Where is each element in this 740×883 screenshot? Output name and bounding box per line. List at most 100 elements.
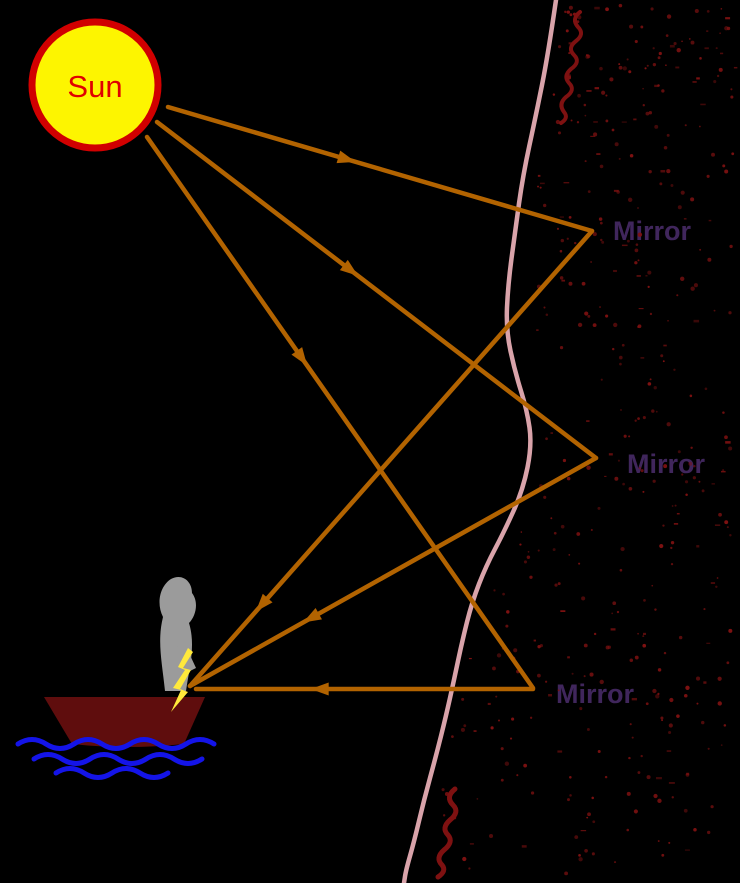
- speckle: [473, 730, 477, 733]
- speckle: [580, 829, 587, 832]
- speckle: [577, 15, 582, 20]
- speckle: [548, 694, 553, 697]
- speckle: [708, 219, 712, 222]
- speckle: [715, 585, 718, 589]
- speckle: [640, 469, 644, 473]
- speckle: [715, 47, 718, 50]
- ray-arrowhead-icon: [291, 347, 308, 366]
- speckle: [729, 534, 732, 537]
- speckle: [618, 157, 621, 160]
- speckle: [543, 306, 546, 309]
- speckle: [553, 531, 557, 535]
- speckle: [728, 446, 733, 451]
- speckle: [663, 145, 668, 150]
- speckle: [645, 275, 648, 277]
- speckle: [609, 77, 614, 82]
- speckle: [618, 65, 623, 70]
- speckle: [706, 830, 711, 835]
- speckle: [597, 750, 601, 754]
- speckle: [681, 473, 684, 476]
- speckle: [657, 840, 660, 842]
- speckle: [644, 67, 647, 70]
- speckle: [642, 490, 645, 493]
- speckle: [594, 6, 600, 10]
- speckle: [570, 119, 573, 122]
- speckle: [683, 693, 688, 698]
- speckle: [626, 791, 631, 796]
- speckle: [649, 312, 653, 316]
- speckle: [543, 203, 547, 208]
- speckle: [585, 54, 590, 59]
- speckle: [523, 560, 528, 564]
- speckle: [529, 575, 533, 579]
- speckle: [653, 793, 658, 799]
- speckle: [568, 5, 573, 10]
- speckle: [523, 763, 528, 768]
- speckle: [577, 93, 581, 98]
- speckle: [623, 434, 627, 438]
- speckle: [600, 378, 603, 381]
- speckle: [519, 543, 522, 546]
- speckle: [729, 244, 733, 249]
- ray-arrowhead-icon: [339, 259, 359, 276]
- speckle: [621, 343, 625, 347]
- speckle: [498, 719, 500, 722]
- speckle: [587, 314, 591, 318]
- speckle: [684, 124, 687, 127]
- speckle: [629, 24, 634, 29]
- speckle: [696, 702, 699, 705]
- speckle: [587, 812, 591, 817]
- speckle: [654, 124, 659, 129]
- light-ray: [154, 119, 599, 461]
- speckle: [655, 410, 658, 413]
- speckle: [654, 84, 659, 88]
- speckle: [621, 121, 627, 123]
- speckle: [591, 852, 595, 856]
- speckle: [663, 464, 668, 469]
- speckle: [635, 243, 639, 246]
- speckle: [537, 673, 541, 678]
- speckle: [618, 63, 621, 66]
- speckle: [586, 90, 592, 92]
- speckle: [659, 543, 664, 549]
- speckle: [453, 816, 457, 820]
- speckle: [675, 66, 680, 69]
- speckle: [629, 154, 634, 158]
- speckle: [550, 432, 554, 434]
- speckle: [666, 422, 671, 427]
- speckle: [646, 64, 649, 67]
- speckle: [526, 555, 531, 560]
- speckle: [698, 480, 701, 483]
- speckle: [676, 513, 680, 515]
- speckle: [731, 152, 735, 156]
- speckle: [722, 411, 725, 414]
- speckle: [634, 261, 638, 265]
- speckle: [611, 128, 615, 132]
- speckle: [599, 679, 604, 685]
- speckle: [620, 546, 625, 552]
- speckle: [592, 232, 597, 237]
- speckle: [696, 77, 700, 80]
- speckle: [642, 87, 644, 90]
- speckle: [663, 344, 667, 347]
- speckle: [648, 169, 652, 174]
- speckle: [584, 160, 587, 163]
- speckle: [566, 10, 571, 14]
- speckle: [690, 286, 695, 291]
- speckle: [560, 610, 566, 612]
- ray-arrowhead-icon: [303, 608, 322, 623]
- speckle: [660, 354, 664, 358]
- speckle: [717, 676, 722, 681]
- mirror-label-1: Mirror: [613, 216, 692, 246]
- speckle: [628, 756, 631, 760]
- speckle: [626, 58, 629, 61]
- speckle: [530, 791, 535, 795]
- speckle: [657, 668, 662, 672]
- speckle: [572, 12, 577, 16]
- speckle: [640, 25, 644, 29]
- speckle: [710, 582, 716, 584]
- speckle: [676, 294, 679, 297]
- speckle: [662, 360, 665, 363]
- speckle: [451, 735, 454, 738]
